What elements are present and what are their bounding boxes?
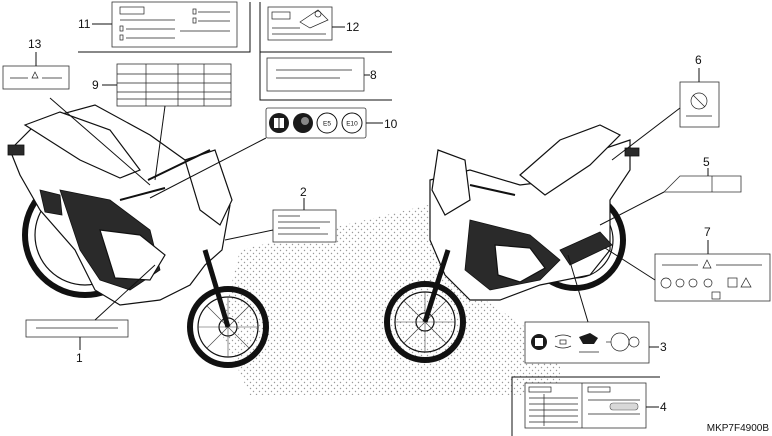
motorcycle-right-view — [384, 124, 640, 363]
callout-10: 10 — [384, 117, 398, 131]
leader-3-to-bike — [567, 254, 589, 323]
label-8 — [266, 57, 365, 92]
label-10: E5 E10 — [265, 107, 367, 139]
leader-2-to-bike — [224, 229, 274, 241]
label-9 — [116, 63, 232, 107]
group-box-11 — [78, 2, 251, 53]
leader-9-to-bike — [154, 105, 166, 181]
callout-9: 9 — [92, 78, 99, 92]
e10-text: E10 — [346, 121, 358, 128]
leader-7-to-bike — [604, 247, 656, 281]
label-2 — [272, 209, 337, 243]
callout-5: 5 — [703, 155, 710, 169]
label-13 — [2, 65, 70, 90]
callout-12: 12 — [346, 20, 360, 34]
label-5 — [663, 175, 742, 193]
leader-1-to-bike — [94, 264, 156, 321]
label-12 — [267, 6, 333, 41]
e5-badge — [316, 112, 338, 134]
leader-10-to-bike — [149, 137, 267, 199]
tire-pressure-icon — [554, 334, 572, 338]
label-4 — [524, 382, 647, 429]
leader-6-to-bike — [611, 107, 681, 161]
e10-badge — [341, 112, 363, 134]
group-box-8-12 — [259, 2, 392, 101]
label-1 — [25, 319, 129, 338]
leader-13-to-bike — [49, 97, 151, 186]
callout-1: 1 — [76, 351, 83, 365]
dotted-background — [220, 195, 560, 395]
diagram-code: MKP7F4900B — [707, 423, 770, 434]
callout-6: 6 — [695, 53, 702, 67]
callout-2: 2 — [300, 185, 307, 199]
callout-4: 4 — [660, 400, 667, 414]
label-7 — [654, 253, 771, 302]
callout-13: 13 — [28, 37, 42, 51]
label-6 — [679, 81, 720, 128]
motorcycle-left-view — [7, 104, 269, 368]
callout-7: 7 — [704, 225, 711, 239]
label-11 — [111, 1, 238, 48]
e5-text: E5 — [323, 121, 331, 128]
callout-11: 11 — [78, 17, 91, 31]
leader-5-to-bike — [599, 191, 665, 226]
label-3 — [524, 321, 650, 364]
motorcycle-load-icon — [579, 333, 598, 344]
group-box-4 — [511, 376, 660, 436]
callout-8: 8 — [370, 68, 377, 82]
callout-3: 3 — [660, 340, 667, 354]
